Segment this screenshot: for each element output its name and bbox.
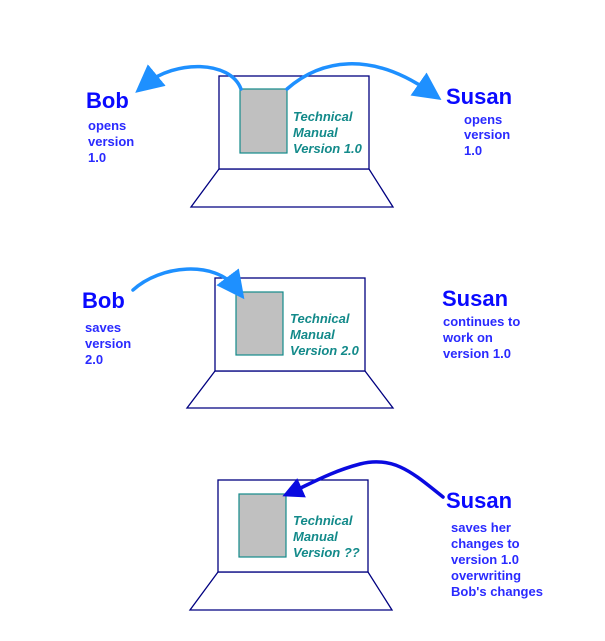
- document-label: Technical Manual Version 1.0: [293, 109, 363, 156]
- laptop: [189, 75, 395, 208]
- susan-name: Susan: [446, 84, 512, 109]
- document-icon: [238, 493, 287, 558]
- bob-name: Bob: [86, 88, 129, 113]
- arrow-to-bob-icon: [135, 64, 243, 93]
- bob-caption: opens version 1.0: [88, 118, 138, 165]
- document-label: Technical Manual Version ??: [293, 513, 360, 560]
- bob-caption: saves version 2.0: [85, 320, 135, 367]
- laptop-base: [189, 168, 395, 208]
- arrow-bob-to-document-icon: [131, 267, 245, 300]
- bob-name: Bob: [82, 288, 125, 313]
- susan-caption: opens version 1.0: [464, 112, 514, 158]
- susan-caption: continues to work on version 1.0: [442, 314, 524, 361]
- document-label: Technical Manual Version 2.0: [290, 311, 360, 358]
- panel-2: Technical Manual Version 2.0 Bob saves v…: [82, 267, 524, 409]
- susan-name: Susan: [446, 488, 512, 513]
- panel-1: Technical Manual Version 1.0 Bob opens v…: [86, 62, 514, 208]
- panel-3: Technical Manual Version ?? Susan saves …: [188, 460, 543, 611]
- laptop-base: [185, 370, 395, 409]
- arrow-susan-to-document-icon: [282, 460, 445, 499]
- laptop-base: [188, 571, 394, 611]
- laptop: [185, 277, 395, 409]
- laptop: [188, 479, 394, 611]
- document-icon: [235, 291, 284, 356]
- susan-name: Susan: [442, 286, 508, 311]
- document-icon: [239, 88, 288, 154]
- susan-caption: saves her changes to version 1.0 overwri…: [451, 520, 543, 599]
- arrow-to-susan-icon: [285, 62, 442, 101]
